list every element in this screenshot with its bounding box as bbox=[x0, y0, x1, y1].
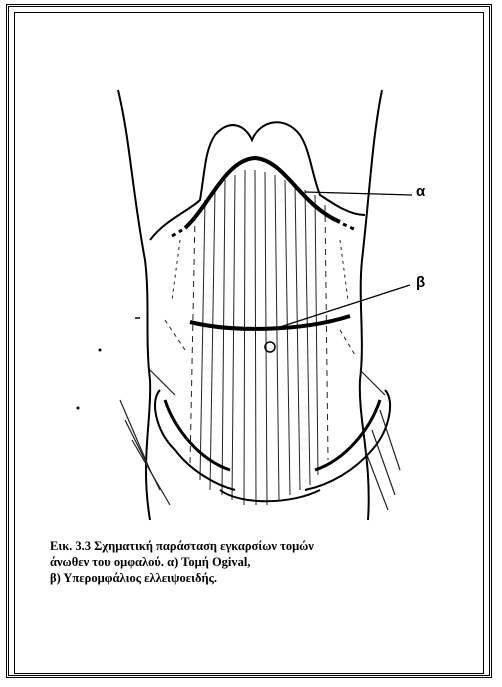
chest-contour bbox=[150, 122, 365, 240]
ogival-incision-dashed bbox=[172, 224, 356, 236]
caption-line-1: Εικ. 3.3 Σχηματική παράσταση εγκαρσίων τ… bbox=[50, 538, 460, 554]
left-groin bbox=[165, 400, 230, 470]
label-beta: β bbox=[416, 274, 425, 291]
body-outline-left bbox=[118, 90, 150, 520]
pointer-beta bbox=[280, 285, 410, 327]
ogival-incision bbox=[185, 158, 340, 228]
label-alpha: α bbox=[416, 183, 425, 200]
body-outline-right bbox=[360, 90, 382, 520]
caption-line-2: άνωθεν του ομφαλού. α) Τομή Ogival, bbox=[50, 554, 460, 570]
right-groin bbox=[315, 400, 380, 470]
caption-line-3: β) Υπερομφάλιος ελλειψοειδής. bbox=[50, 570, 460, 586]
figure-caption: Εικ. 3.3 Σχηματική παράσταση εγκαρσίων τ… bbox=[50, 538, 460, 586]
lower-belly bbox=[220, 490, 320, 501]
